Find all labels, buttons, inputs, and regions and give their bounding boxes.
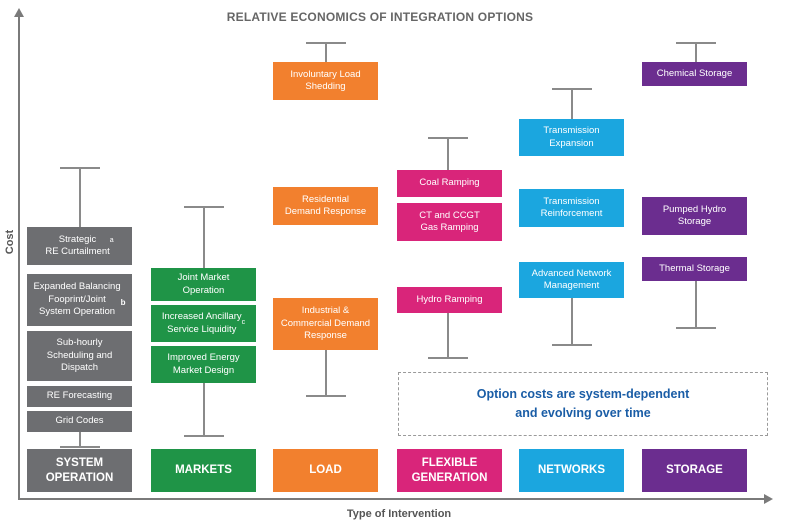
category-markets: MARKETS [151,449,256,492]
chemical-storage-box: Chemical Storage [642,62,747,86]
y-axis-label: Cost [4,229,16,255]
category-storage-label: STORAGE [666,464,723,477]
flexible-generation-range-bottom-cap [428,357,468,359]
category-storage: STORAGE [642,449,747,492]
sub-hourly-scheduling-label: Sub-hourly Scheduling and Dispatch [46,337,113,374]
joint-market-operation-label: Joint Market Operation [177,272,230,296]
chemical-storage-label: Chemical Storage [656,67,733,79]
sub-hourly-scheduling-box: Sub-hourly Scheduling and Dispatch [27,331,132,381]
transmission-reinforcement-label: Transmission Reinforcement [540,195,603,219]
system-operation-range-line-low [79,432,81,446]
system-operation-range-bottom-cap [60,446,100,448]
re-forecasting-box: RE Forecasting [27,386,132,407]
pumped-hydro-storage-label: Pumped Hydro Storage [662,203,727,227]
system-operation-range-line [79,167,81,227]
expanded-balancing-footnote: b [120,297,126,307]
diagram-title: RELATIVE ECONOMICS OF INTEGRATION OPTION… [226,10,534,24]
industrial-commercial-demand-response-box: Industrial & Commercial Demand Response [273,298,378,350]
ct-ccgt-gas-ramping-label: CT and CCGT Gas Ramping [419,209,480,233]
energy-market-design-label: Improved Energy Market Design [167,352,240,376]
transmission-reinforcement-box: Transmission Reinforcement [519,189,624,227]
pumped-hydro-storage-box: Pumped Hydro Storage [642,197,747,235]
expanded-balancing-box: Expanded Balancing Fooprint/Joint System… [27,274,132,326]
joint-market-operation-box: Joint Market Operation [151,268,256,301]
category-networks-label: NETWORKS [537,464,606,477]
x-axis-label: Type of Intervention [346,508,452,520]
markets-range-line [203,206,205,268]
ct-ccgt-gas-ramping-box: CT and CCGT Gas Ramping [397,203,502,241]
ancillary-service-liquidity-footnote: c [241,318,246,326]
x-axis [18,498,766,500]
markets-range-bottom-cap [184,435,224,437]
category-system-operation: SYSTEM OPERATION [27,449,132,492]
residential-demand-response-label: Residential Demand Response [284,193,367,217]
category-markets-label: MARKETS [175,464,232,477]
storage-range-line [695,42,697,62]
flexible-generation-range-line-low [447,313,449,357]
energy-market-design-box: Improved Energy Market Design [151,346,256,383]
strategic-re-curtailment-label: Strategic RE Curtailment [45,233,110,257]
markets-range-line-low [203,383,205,436]
category-load: LOAD [273,449,378,492]
category-flexible-generation: FLEXIBLE GENERATION [397,449,502,492]
advanced-network-management-box: Advanced Network Management [519,262,624,298]
residential-demand-response-box: Residential Demand Response [273,187,378,225]
coal-ramping-label: Coal Ramping [419,177,480,189]
hydro-ramping-box: Hydro Ramping [397,287,502,313]
grid-codes-label: Grid Codes [55,415,104,427]
load-range-line [325,42,327,62]
flexible-generation-range-line [447,137,449,170]
re-forecasting-label: RE Forecasting [46,390,113,402]
involuntary-load-shedding-box: Involuntary Load Shedding [273,62,378,100]
advanced-network-management-label: Advanced Network Management [531,267,612,291]
coal-ramping-box: Coal Ramping [397,170,502,197]
storage-range-bottom-cap [676,327,716,329]
category-load-label: LOAD [309,464,342,477]
system-dependent-note: Option costs are system-dependent and ev… [398,372,768,436]
category-system-operation-label: SYSTEM OPERATION [45,457,114,484]
y-axis-arrow-icon [14,8,24,17]
transmission-expansion-label: Transmission Expansion [543,125,600,149]
category-networks: NETWORKS [519,449,624,492]
x-axis-arrow-icon [764,494,773,504]
networks-range-line [571,88,573,119]
y-axis [18,16,20,500]
involuntary-load-shedding-label: Involuntary Load Shedding [290,68,361,92]
category-flexible-generation-label: FLEXIBLE GENERATION [411,457,488,484]
transmission-expansion-box: Transmission Expansion [519,119,624,156]
industrial-commercial-demand-response-label: Industrial & Commercial Demand Response [280,305,371,342]
load-range-bottom-cap [306,395,346,397]
expanded-balancing-label: Expanded Balancing Fooprint/Joint System… [33,281,121,318]
strategic-re-curtailment-footnote: a [109,237,114,245]
hydro-ramping-label: Hydro Ramping [416,293,483,305]
thermal-storage-box: Thermal Storage [642,257,747,281]
networks-range-line-low [571,298,573,344]
storage-range-line-low [695,281,697,328]
ancillary-service-liquidity-label: Increased Ancillary Service Liquidity [161,311,242,335]
grid-codes-box: Grid Codes [27,411,132,432]
load-range-line-low [325,350,327,395]
networks-range-bottom-cap [552,344,592,346]
thermal-storage-label: Thermal Storage [659,262,730,274]
